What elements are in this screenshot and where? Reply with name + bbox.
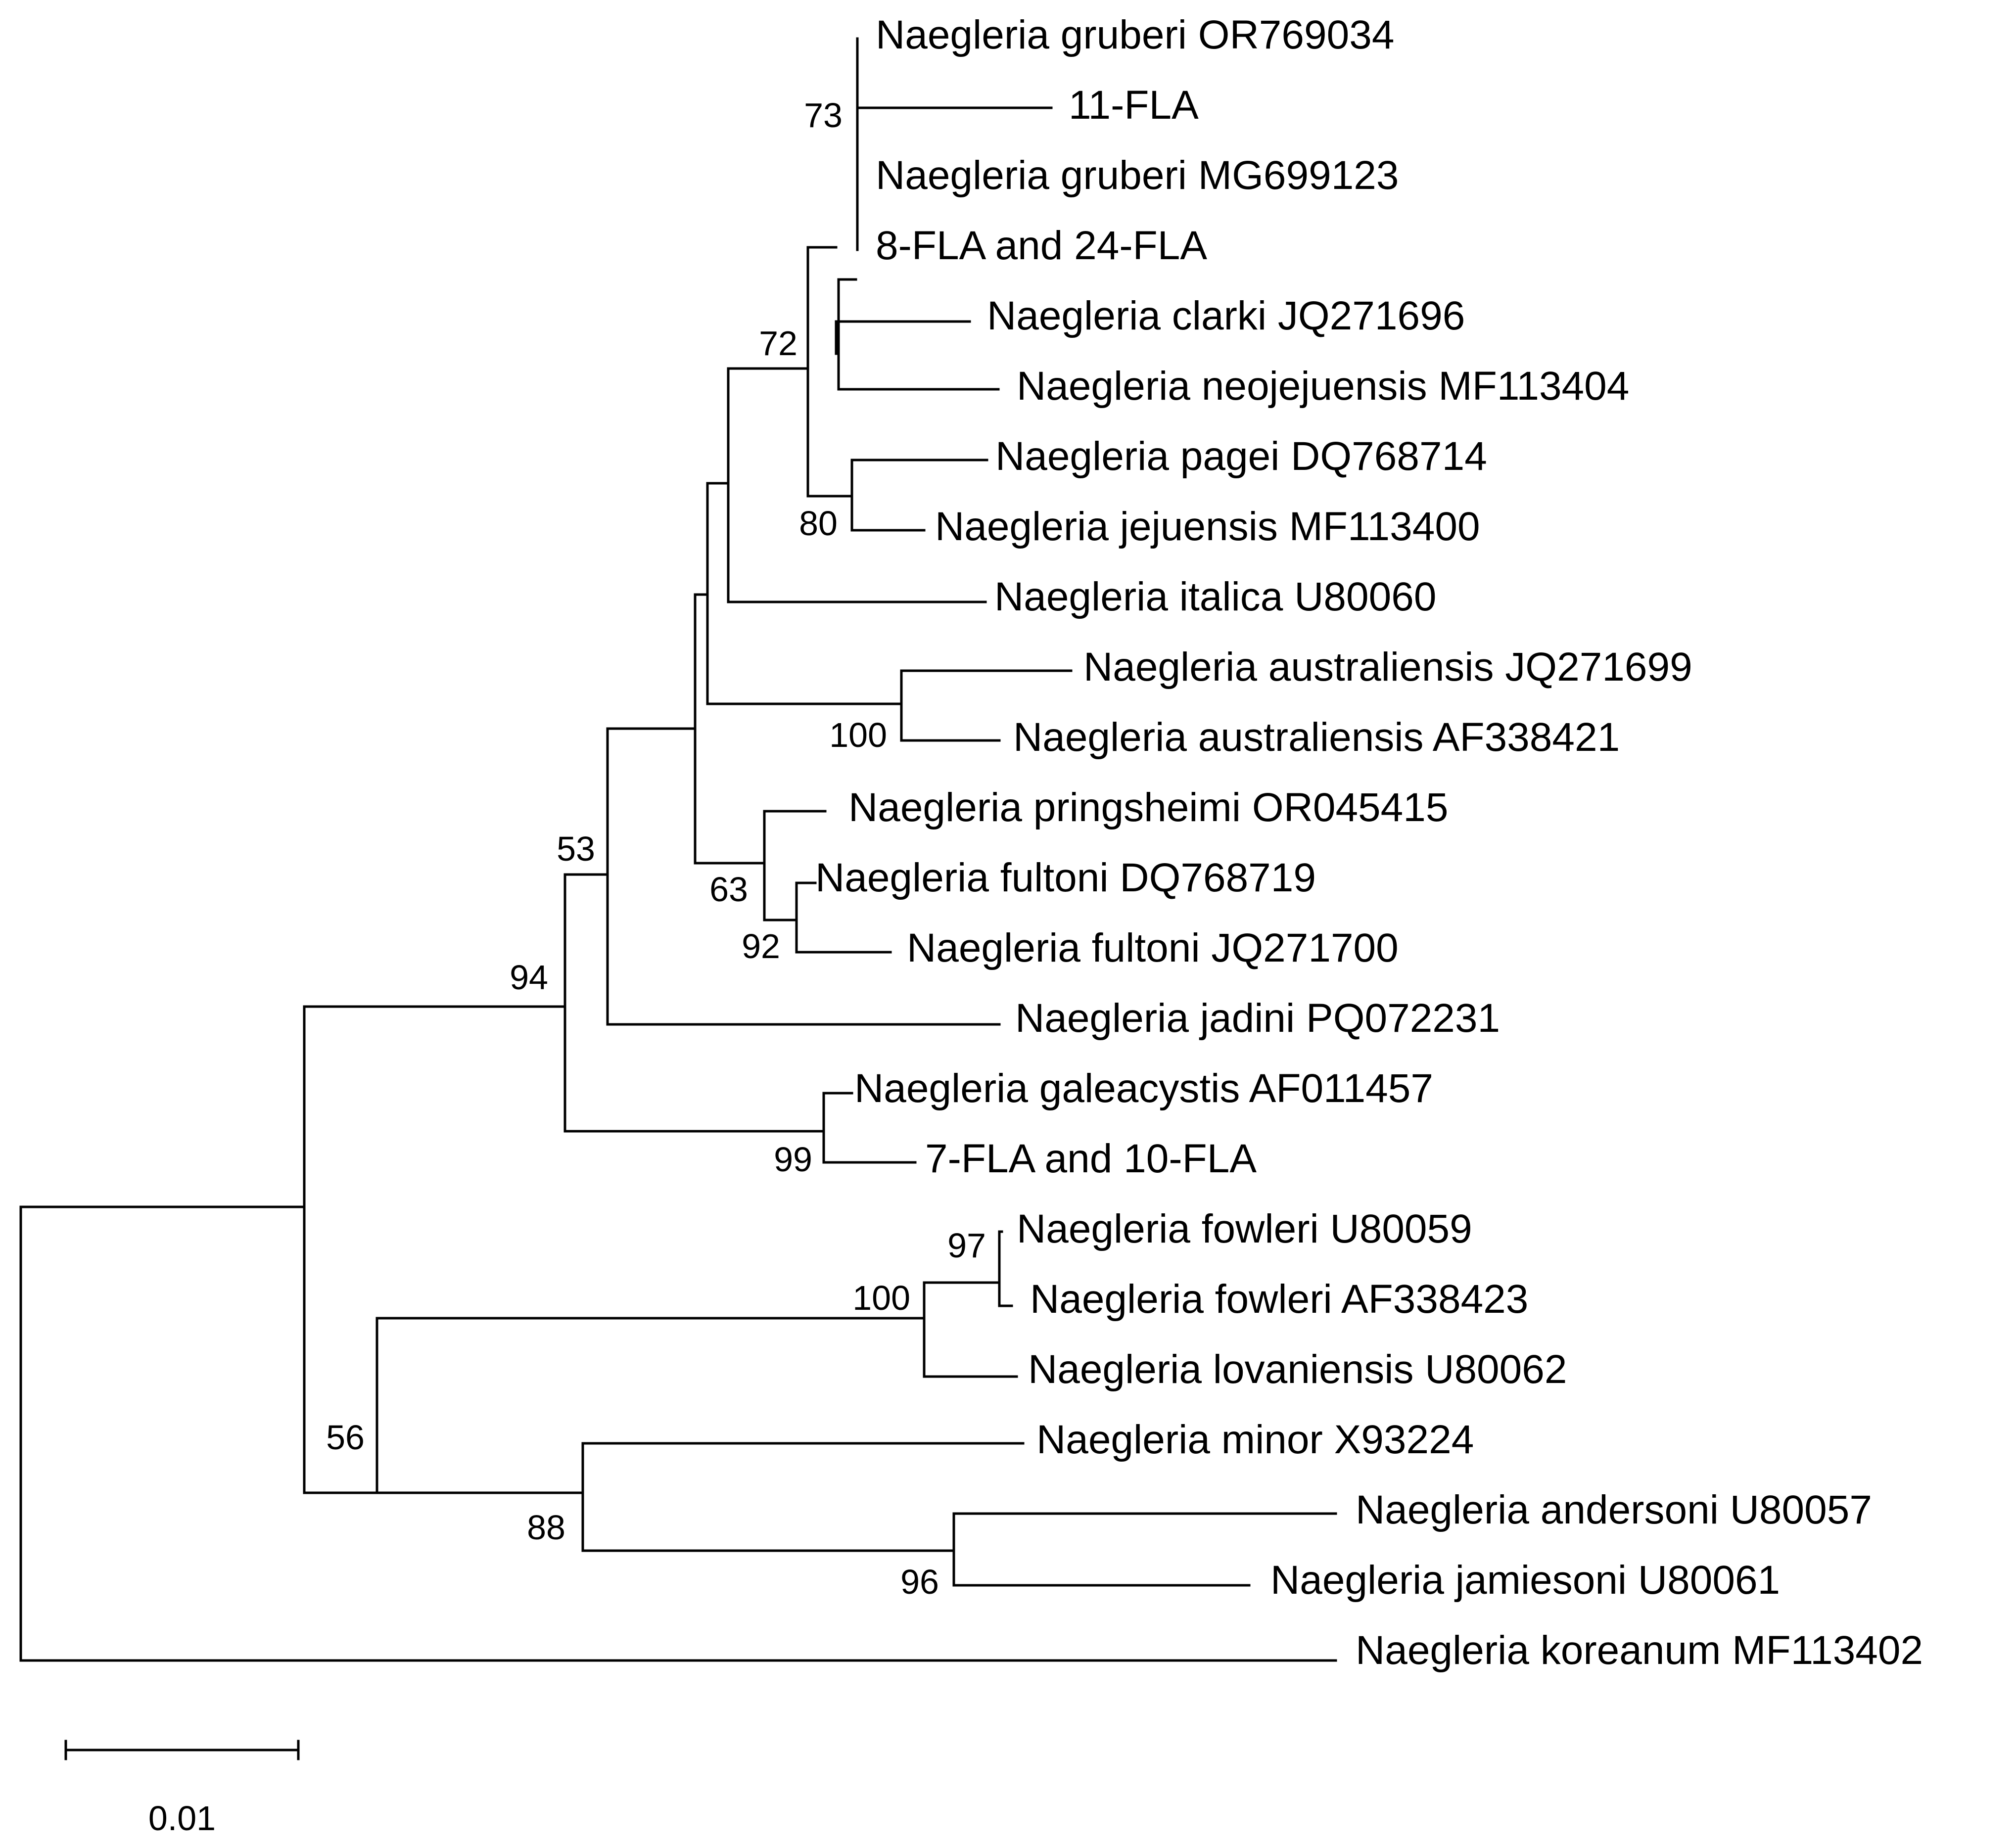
- taxon-label: Naegleria fowleri U80059: [1017, 1206, 1472, 1251]
- scale-bar-label: 0.01: [148, 1799, 216, 1838]
- taxon-label: Naegleria jadini PQ072231: [1015, 996, 1500, 1041]
- taxon-label: Naegleria minor X93224: [1036, 1417, 1474, 1462]
- taxon-labels: Naegleria gruberi OR769034 11-FLA Naegle…: [815, 12, 1923, 1673]
- scale-bar: 0.01: [64, 1740, 300, 1838]
- taxon-label: Naegleria pringsheimi OR045415: [848, 785, 1448, 830]
- tree-branches: [19, 37, 1337, 1662]
- taxon-label: Naegleria andersoni U80057: [1356, 1487, 1872, 1532]
- taxon-label: Naegleria pagei DQ768714: [995, 434, 1487, 479]
- taxon-label: Naegleria fultoni DQ768719: [815, 855, 1316, 900]
- taxon-label: Naegleria jejuensis MF113400: [935, 504, 1480, 549]
- taxon-label: Naegleria gruberi MG699123: [876, 153, 1399, 198]
- bootstrap-value: 88: [527, 1508, 565, 1547]
- taxon-label: Naegleria italica U80060: [994, 574, 1436, 619]
- taxon-label: Naegleria australiensis AF338421: [1013, 715, 1620, 760]
- bootstrap-value: 56: [326, 1418, 365, 1457]
- taxon-label: Naegleria australiensis JQ271699: [1083, 645, 1692, 690]
- taxon-label: 7-FLA and 10-FLA: [925, 1136, 1257, 1181]
- taxon-label: 8-FLA and 24-FLA: [876, 223, 1207, 268]
- bootstrap-value: 94: [510, 958, 548, 997]
- bootstrap-value: 80: [799, 504, 838, 543]
- taxon-label: Naegleria jamiesoni U80061: [1270, 1558, 1780, 1603]
- bootstrap-value: 99: [774, 1140, 812, 1179]
- bootstrap-values: 73 72 80 100 63 92 53 94 99 97 100 56 88…: [326, 96, 986, 1601]
- taxon-label: Naegleria fowleri AF338423: [1030, 1277, 1528, 1322]
- bootstrap-value: 97: [947, 1226, 986, 1265]
- bootstrap-value: 92: [742, 927, 780, 966]
- taxon-label: Naegleria lovaniensis U80062: [1028, 1347, 1567, 1392]
- taxon-label: Naegleria fultoni JQ271700: [907, 925, 1399, 970]
- bootstrap-value: 100: [829, 716, 887, 754]
- taxon-label: Naegleria clarki JQ271696: [987, 293, 1465, 338]
- taxon-label: Naegleria galeacystis AF011457: [854, 1066, 1433, 1111]
- taxon-label: 11-FLA: [1069, 83, 1199, 128]
- taxon-label: Naegleria gruberi OR769034: [876, 12, 1394, 57]
- bootstrap-value: 100: [852, 1279, 910, 1317]
- bootstrap-value: 96: [900, 1563, 939, 1601]
- bootstrap-value: 63: [709, 870, 748, 909]
- taxon-label: Naegleria koreanum MF113402: [1356, 1628, 1923, 1673]
- bootstrap-value: 53: [557, 829, 595, 868]
- taxon-label: Naegleria neojejuensis MF113404: [1017, 364, 1629, 409]
- bootstrap-value: 72: [759, 324, 797, 363]
- bootstrap-value: 73: [804, 96, 843, 135]
